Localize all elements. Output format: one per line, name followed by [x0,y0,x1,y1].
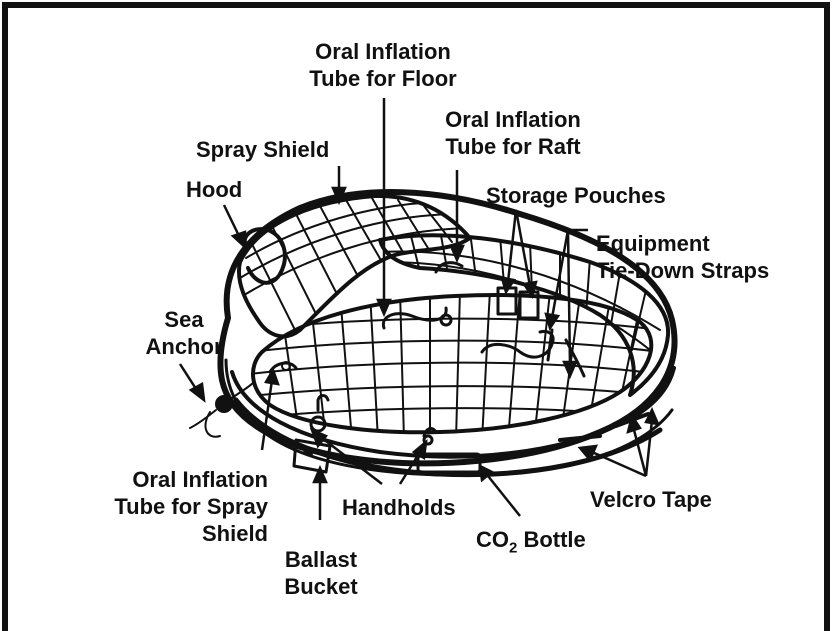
label-oral-inflation-tube-floor: Oral Inflation Tube for Floor [292,38,474,92]
label-sea-anchor: Sea Anchor [140,306,228,360]
bottle-text: Bottle [517,527,585,552]
label-handholds: Handholds [342,494,456,521]
label-line: Bucket [266,573,376,600]
label-velcro-tape: Velcro Tape [590,486,712,513]
label-co2-bottle: CO2 Bottle [476,526,586,561]
label-line: Tube for Spray [70,493,268,520]
label-line: Tube for Floor [292,65,474,92]
label-spray-shield: Spray Shield [196,136,329,163]
label-oral-inflation-tube-spray-shield: Oral Inflation Tube for Spray Shield [70,466,268,547]
label-line: Oral Inflation [292,38,474,65]
label-line: Tube for Raft [420,133,606,160]
label-line: Shield [70,520,268,547]
label-line: Ballast [266,546,376,573]
label-oral-inflation-tube-raft: Oral Inflation Tube for Raft [420,106,606,160]
label-line: Tie-Down Straps [596,257,769,284]
label-equipment-tie-down-straps: Equipment Tie-Down Straps [596,230,769,284]
label-line: Equipment [596,230,769,257]
label-line: Oral Inflation [70,466,268,493]
label-line: Anchor [140,333,228,360]
label-ballast-bucket: Ballast Bucket [266,546,376,600]
label-hood: Hood [186,176,242,203]
label-storage-pouches: Storage Pouches [486,182,666,209]
co2-text: CO [476,527,509,552]
label-line: Sea [140,306,228,333]
label-line: Oral Inflation [420,106,606,133]
